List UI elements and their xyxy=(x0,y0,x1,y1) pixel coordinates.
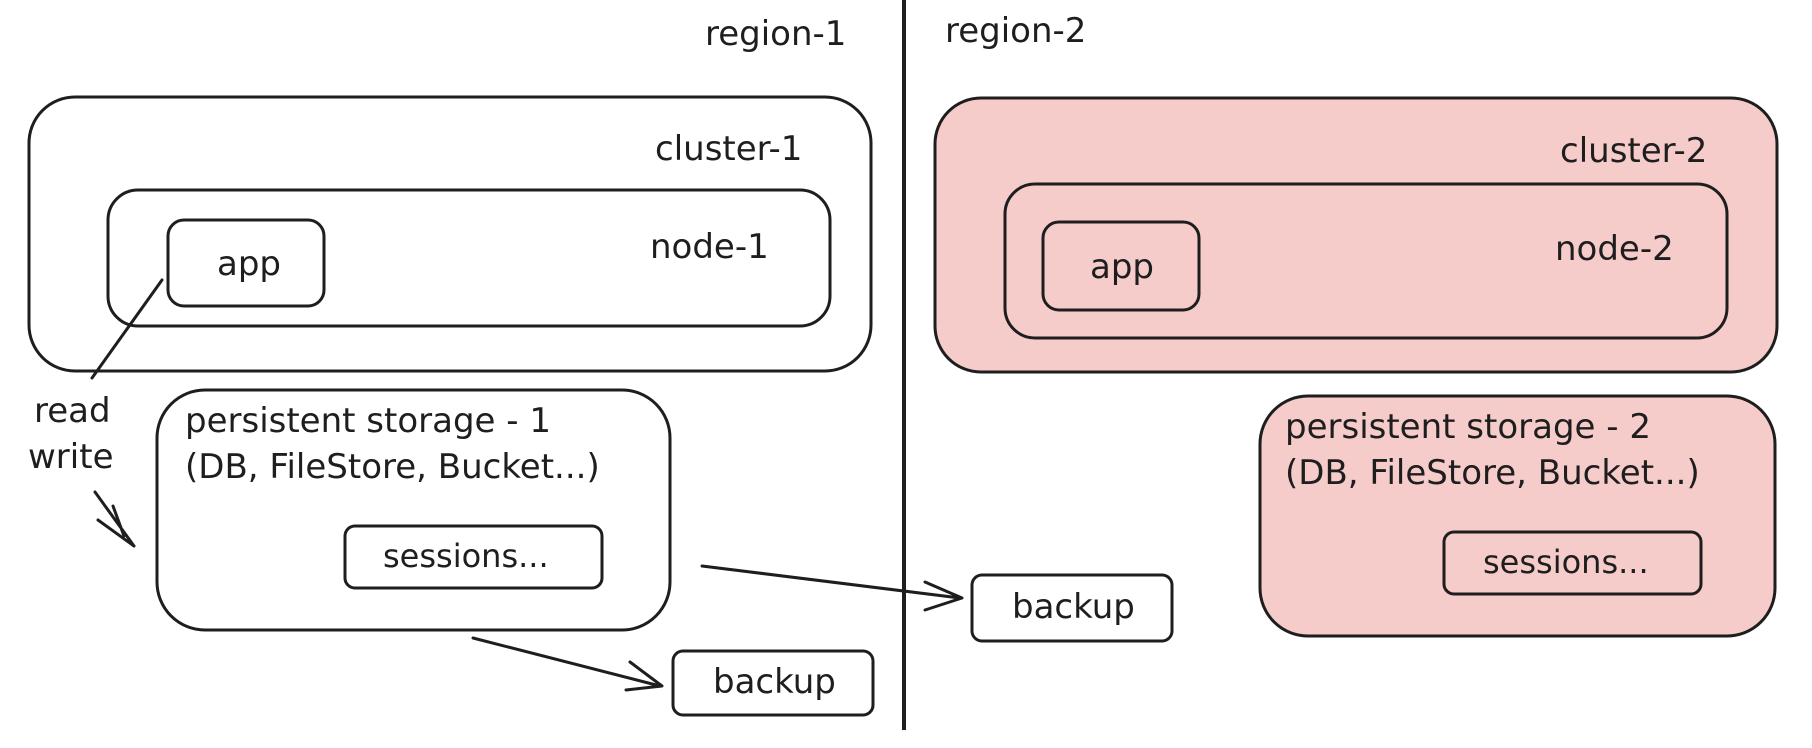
persistent-storage-1-subtitle: (DB, FileStore, Bucket...) xyxy=(185,447,600,487)
persistent-storage-1-title: persistent storage - 1 xyxy=(185,401,551,441)
backup-1-arrow xyxy=(471,636,664,692)
app-2-label: app xyxy=(1090,247,1154,287)
backup-2-box[interactable] xyxy=(970,573,1174,643)
node-1-box[interactable] xyxy=(106,188,832,328)
read-write-arrow xyxy=(90,278,164,380)
node-1-label: node-1 xyxy=(650,227,769,267)
sessions-1-label: sessions... xyxy=(383,537,549,575)
persistent-storage-2-title: persistent storage - 2 xyxy=(1285,407,1651,447)
sessions-1-box[interactable] xyxy=(343,524,604,590)
backup-1-label: backup xyxy=(713,662,836,702)
app-1-label: app xyxy=(217,244,281,284)
backup-1-box[interactable] xyxy=(671,649,875,717)
persistent-storage-2-subtitle: (DB, FileStore, Bucket...) xyxy=(1285,453,1700,493)
cluster-1-box[interactable] xyxy=(27,95,873,373)
read-label: read xyxy=(34,391,111,431)
app-2-box[interactable] xyxy=(1041,220,1201,312)
backup-2-arrow xyxy=(700,564,964,612)
node-2-label: node-2 xyxy=(1555,229,1674,269)
read-write-arrowhead xyxy=(93,490,136,548)
persistent-storage-1-box[interactable] xyxy=(155,388,672,632)
region-2-label: region-2 xyxy=(945,11,1086,51)
sessions-2-box[interactable] xyxy=(1442,530,1703,596)
region-1-label: region-1 xyxy=(705,14,846,54)
cluster-1-label: cluster-1 xyxy=(655,129,802,169)
write-label: write xyxy=(28,437,113,477)
backup-2-label: backup xyxy=(1012,587,1135,627)
cluster-2-label: cluster-2 xyxy=(1560,131,1707,171)
sessions-2-label: sessions... xyxy=(1483,543,1649,581)
app-1-box[interactable] xyxy=(166,218,326,308)
